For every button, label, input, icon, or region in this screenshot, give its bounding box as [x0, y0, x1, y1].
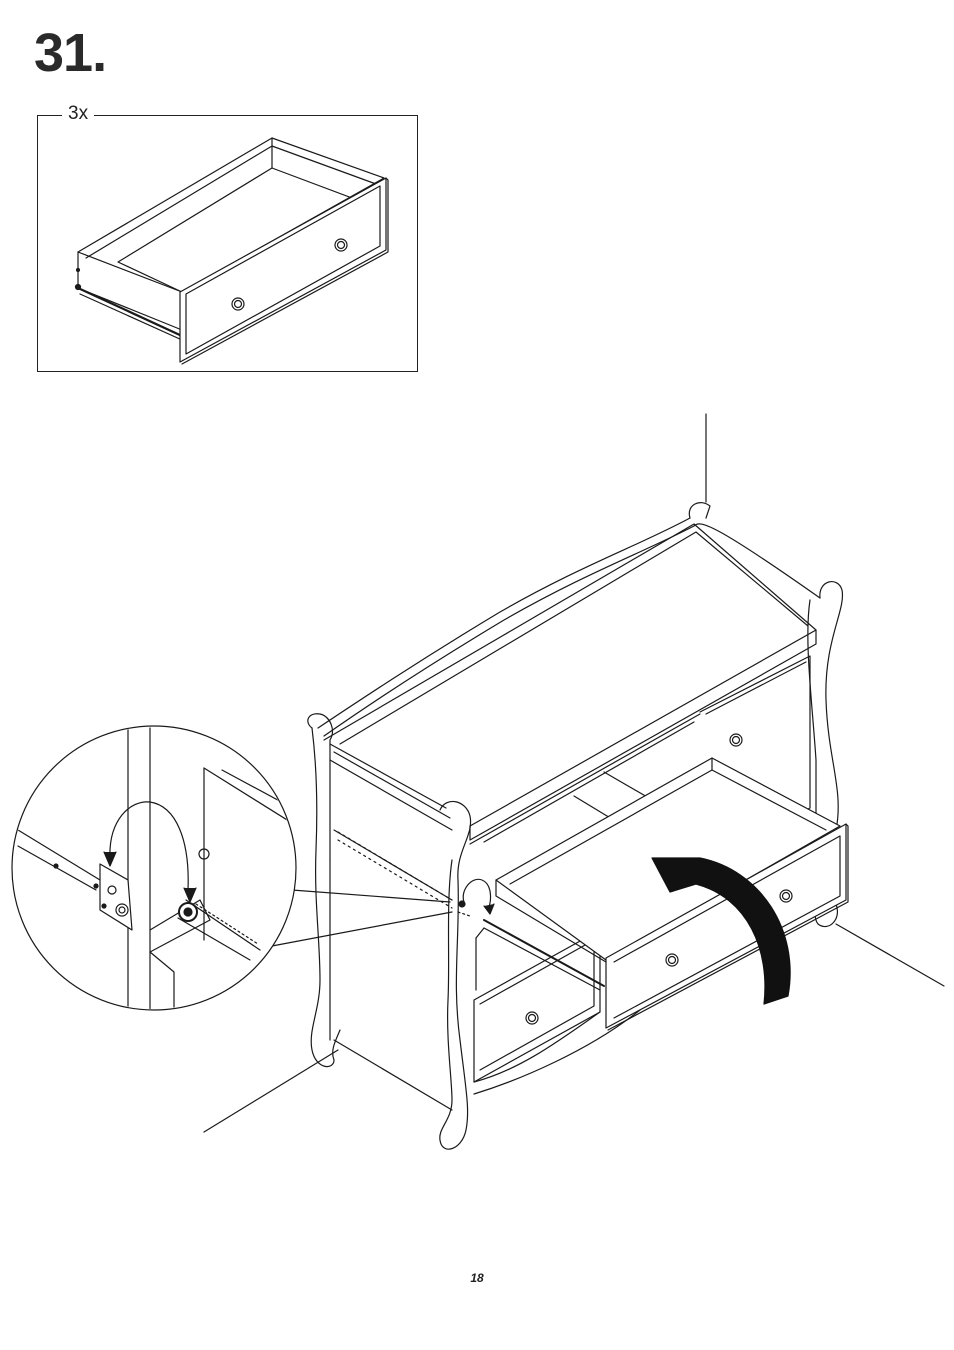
drawer-icon [76, 138, 389, 364]
page-number: 18 [0, 1271, 954, 1285]
dresser-illustration [204, 414, 944, 1149]
